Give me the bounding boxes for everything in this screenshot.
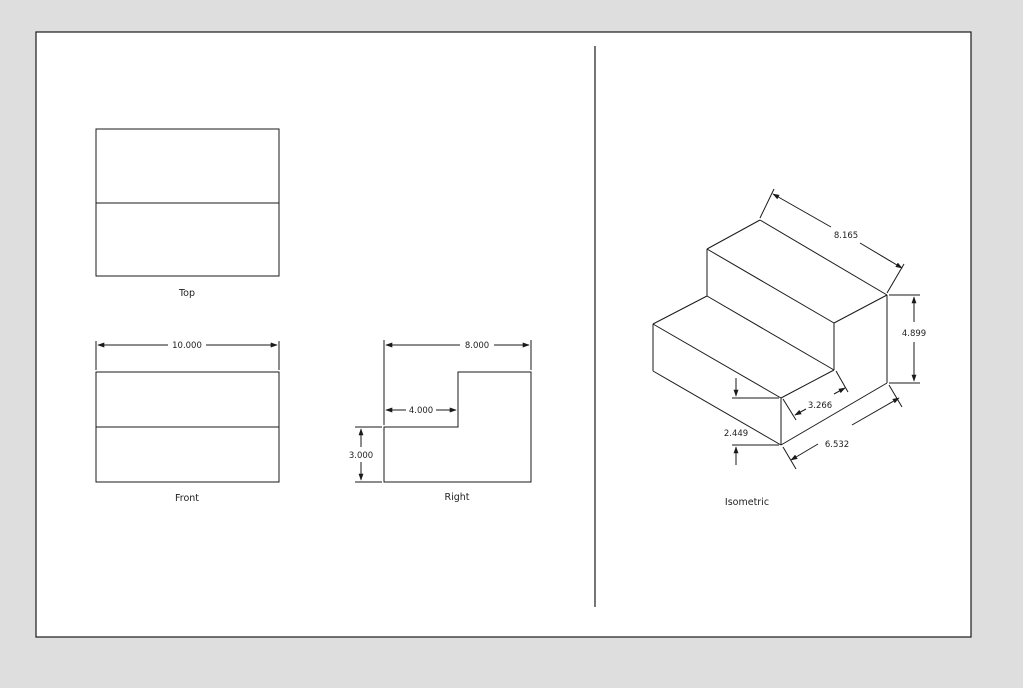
isometric-view [652, 188, 920, 470]
isometric-model [652, 219, 888, 446]
iso-base-length-extension-right [888, 384, 903, 408]
iso-step-height-dim-text: 2.449 [724, 429, 748, 439]
top-view [95, 128, 280, 277]
iso-height-dim-text: 4.899 [902, 329, 926, 339]
iso-edge [833, 294, 888, 324]
iso-edge [706, 219, 761, 250]
iso-step-depth-extension-left [782, 398, 797, 421]
right-view-profile [383, 371, 532, 483]
iso-edge [780, 369, 835, 399]
right-depth-dim-text: 8.000 [465, 341, 489, 351]
iso-top-length-extension-left [759, 188, 775, 219]
drawing-sheet [35, 31, 972, 638]
iso-top-length-dim-line-left [772, 193, 832, 228]
iso-step-depth-dim-text: 3.266 [808, 401, 832, 411]
iso-top-length-extension-right [886, 263, 905, 294]
iso-step-depth-dim-line-right [833, 387, 846, 395]
iso-step-depth-extension-right [835, 370, 849, 393]
iso-edge [780, 382, 888, 446]
right-view [355, 340, 532, 483]
iso-step-depth-dim-line-left [794, 408, 807, 416]
iso-edge [652, 295, 708, 325]
front-width-dim-text: 10.000 [172, 341, 202, 351]
iso-top-length-dim-text: 8.165 [834, 231, 858, 241]
right-view-label: Right [444, 492, 469, 503]
right-step-height-dim-text: 3.000 [349, 451, 373, 461]
iso-top-length-dim-line-right [859, 242, 903, 269]
iso-edge [759, 219, 888, 296]
iso-base-length-dim-text: 6.532 [825, 440, 849, 450]
isometric-view-label: Isometric [725, 497, 769, 508]
iso-edge [706, 248, 835, 324]
iso-edge [706, 295, 835, 371]
top-view-label: Top [178, 288, 195, 299]
iso-edge [652, 323, 782, 399]
iso-base-length-dim-line-left [790, 443, 819, 461]
front-view [95, 341, 280, 483]
right-step-depth-dim-text: 4.000 [409, 406, 433, 416]
iso-base-length-extension-left [782, 446, 797, 470]
front-view-label: Front [175, 493, 199, 504]
iso-edge [652, 370, 782, 446]
iso-base-length-dim-line-right [851, 397, 900, 426]
